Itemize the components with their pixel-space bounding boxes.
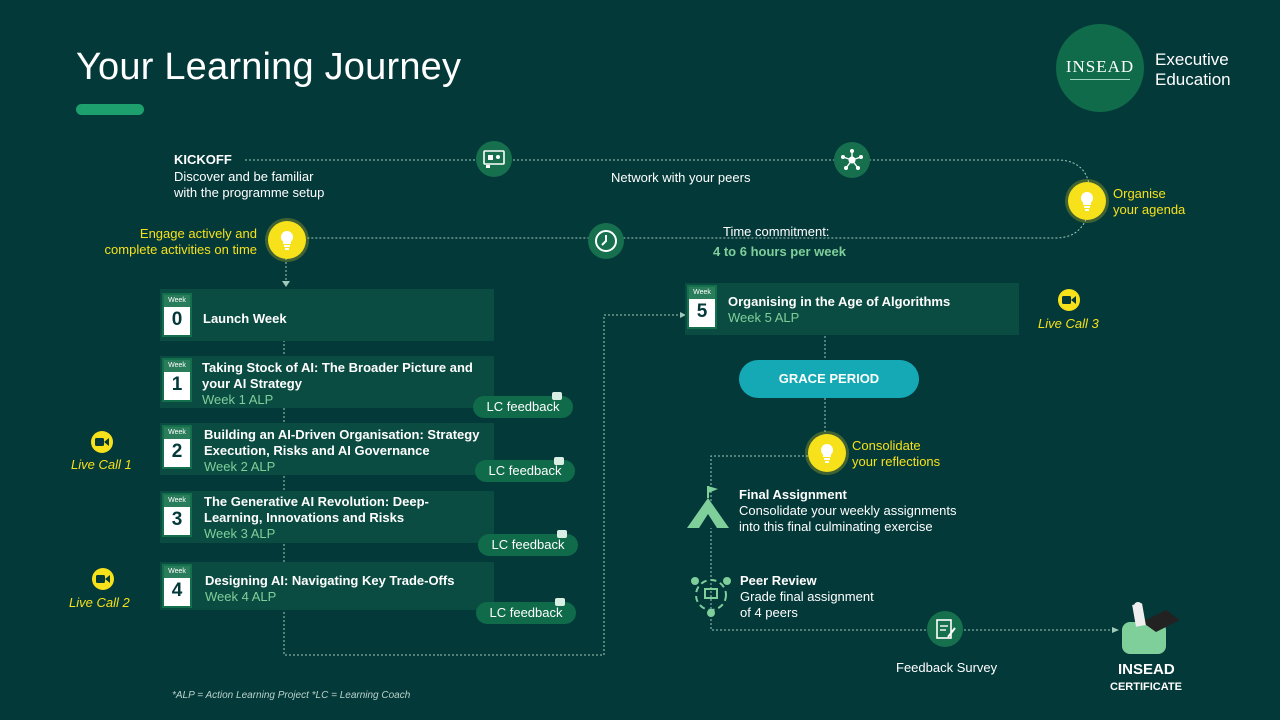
lightbulb-icon <box>808 434 846 472</box>
calendar-week-label: Week <box>164 295 190 307</box>
computer-icon <box>476 141 512 177</box>
engage-line-2: complete activities on time <box>104 242 257 257</box>
week-title-line-1: Taking Stock of AI: The Broader Picture … <box>202 360 473 375</box>
logo-line-2: Education <box>1155 70 1231 89</box>
calendar-week-label: Week <box>164 495 190 507</box>
logo-wordmark: INSEAD <box>1065 56 1135 76</box>
peer-review-line-2: of 4 peers <box>740 605 798 620</box>
certificate-line-1: INSEAD <box>1118 661 1175 678</box>
time-line-1: Time commitment: <box>723 224 830 239</box>
peer-review-icon <box>688 573 734 622</box>
calendar-icon: Week 4 <box>162 564 192 608</box>
certificate-line-2: CERTIFICATE <box>1110 681 1182 693</box>
final-assignment-line-2: into this final culminating exercise <box>739 519 933 534</box>
consolidate-line-2: your reflections <box>852 454 941 469</box>
week-subtitle: Week 4 ALP <box>205 589 277 604</box>
peer-review-line-1: Grade final assignment <box>740 589 874 604</box>
final-assignment-line-1: Consolidate your weekly assignments <box>739 503 957 518</box>
lightbulb-icon <box>1068 182 1106 220</box>
lc-feedback-button[interactable]: LC feedback <box>478 534 578 556</box>
week-title: Launch Week <box>203 311 287 326</box>
week-number: 5 <box>696 301 708 322</box>
week-number: 1 <box>171 374 183 395</box>
final-assignment-title: Final Assignment <box>739 487 847 502</box>
network-icon <box>834 142 870 178</box>
week-subtitle: Week 3 ALP <box>204 526 276 541</box>
week-number: 4 <box>171 580 183 601</box>
week-0-row[interactable]: Week 0 Launch Week <box>160 289 494 341</box>
video-camera-icon[interactable] <box>91 431 113 453</box>
clock-icon <box>588 223 624 259</box>
page-title: Your Learning Journey <box>76 46 462 88</box>
calendar-icon: Week 2 <box>162 425 192 469</box>
week-subtitle: Week 1 ALP <box>202 392 274 407</box>
week-4-row[interactable]: Week 4 Designing AI: Navigating Key Trad… <box>160 562 494 610</box>
engage-line-1: Engage actively and <box>139 226 257 241</box>
graduation-cap-icon <box>1116 600 1182 665</box>
consolidate-line-1: Consolidate <box>852 438 921 453</box>
calendar-week-label: Week <box>164 566 190 578</box>
organise-line-2: your agenda <box>1113 202 1186 217</box>
survey-icon[interactable] <box>927 611 963 647</box>
lc-feedback-button[interactable]: LC feedback <box>475 460 575 482</box>
insead-logo: INSEAD <box>1056 24 1144 112</box>
week-5-row[interactable]: Week 5 Organising in the Age of Algorith… <box>685 283 1019 335</box>
peer-review-title: Peer Review <box>740 573 817 588</box>
video-camera-icon[interactable] <box>92 568 114 590</box>
live-call-label: Live Call 3 <box>1038 316 1099 331</box>
chat-icon <box>554 457 564 465</box>
lightbulb-icon <box>268 221 306 259</box>
feedback-survey-label: Feedback Survey <box>896 660 998 675</box>
week-title-line-1: Building an AI-Driven Organisation: Stra… <box>204 427 480 442</box>
week-subtitle: Week 5 ALP <box>728 310 800 325</box>
week-subtitle: Week 2 ALP <box>204 459 276 474</box>
week-title-line-2: Execution, Risks and AI Governance <box>204 443 430 458</box>
kickoff-line-2: with the programme setup <box>174 185 325 200</box>
week-title: Designing AI: Navigating Key Trade-Offs <box>205 573 455 588</box>
chat-icon <box>555 598 565 606</box>
week-1-row[interactable]: Week 1 Taking Stock of AI: The Broader P… <box>160 356 494 408</box>
lc-feedback-button[interactable]: LC feedback <box>473 396 573 418</box>
network-label: Network with your peers <box>611 170 751 185</box>
calendar-week-label: Week <box>689 287 715 299</box>
mountain-flag-icon <box>685 484 731 535</box>
grace-period-badge: GRACE PERIOD <box>739 360 919 398</box>
week-title-line-1: The Generative AI Revolution: Deep- <box>204 494 429 509</box>
week-number: 2 <box>171 441 183 462</box>
calendar-week-label: Week <box>164 427 190 439</box>
week-title: Organising in the Age of Algorithms <box>728 294 951 309</box>
week-number: 3 <box>171 509 183 530</box>
title-underline <box>76 104 144 115</box>
lc-feedback-button[interactable]: LC feedback <box>476 602 576 624</box>
calendar-icon: Week 1 <box>162 358 192 402</box>
kickoff-title: KICKOFF <box>174 152 232 167</box>
footnote: *ALP = Action Learning Project *LC = Lea… <box>172 690 411 701</box>
time-line-2: 4 to 6 hours per week <box>713 244 846 259</box>
calendar-icon: Week 0 <box>162 293 192 337</box>
chat-icon <box>557 530 567 538</box>
video-camera-icon[interactable] <box>1058 289 1080 311</box>
kickoff-line-1: Discover and be familiar <box>174 169 314 184</box>
calendar-icon: Week 3 <box>162 493 192 537</box>
week-title-line-2: your AI Strategy <box>202 376 302 391</box>
chat-icon <box>552 392 562 400</box>
week-3-row[interactable]: Week 3 The Generative AI Revolution: Dee… <box>160 491 494 543</box>
logo-line-1: Executive <box>1155 50 1229 69</box>
week-number: 0 <box>171 309 183 330</box>
week-2-row[interactable]: Week 2 Building an AI-Driven Organisatio… <box>160 423 494 475</box>
week-title-line-2: Learning, Innovations and Risks <box>204 510 405 525</box>
organise-line-1: Organise <box>1113 186 1166 201</box>
calendar-icon: Week 5 <box>687 285 717 329</box>
live-call-label: Live Call 1 <box>71 457 132 472</box>
live-call-label: Live Call 2 <box>69 595 130 610</box>
calendar-week-label: Week <box>164 360 190 372</box>
logo-rule <box>1070 78 1130 80</box>
